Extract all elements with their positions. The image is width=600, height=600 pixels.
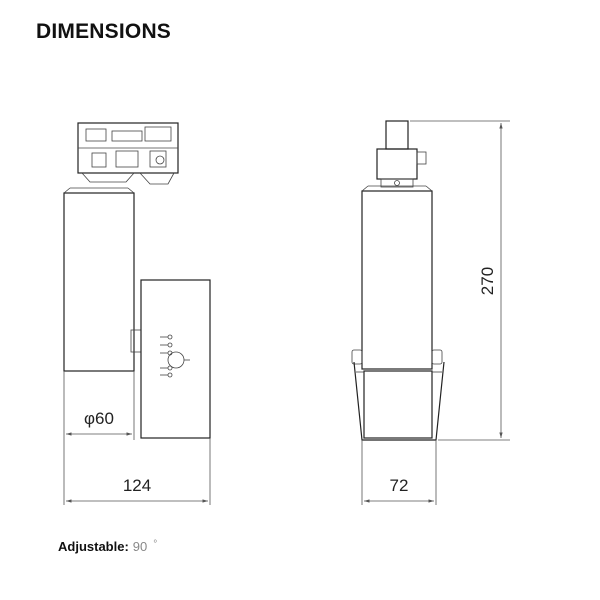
front-track-adapter — [376, 120, 427, 188]
page-title: DIMENSIONS — [36, 20, 172, 43]
adjustable-info: Adjustable:90 ° — [58, 539, 157, 554]
front-width-label: 72 — [390, 476, 409, 495]
adjustable-value: 90 — [132, 539, 148, 554]
front-cylinder-body — [361, 190, 433, 370]
side-track-adapter — [77, 122, 179, 185]
adjustable-unit: ° — [153, 539, 158, 550]
adjustable-label: Adjustable: — [58, 539, 129, 554]
diameter-label: φ60 — [84, 409, 114, 428]
front-view: 72 270 — [351, 120, 510, 505]
side-driver-box — [140, 279, 211, 439]
side-view: φ60 124 — [63, 122, 211, 505]
front-lamp-head — [353, 361, 445, 441]
height-label: 270 — [478, 267, 497, 295]
side-cylinder-body — [63, 192, 135, 372]
side-width-label: 124 — [123, 476, 151, 495]
